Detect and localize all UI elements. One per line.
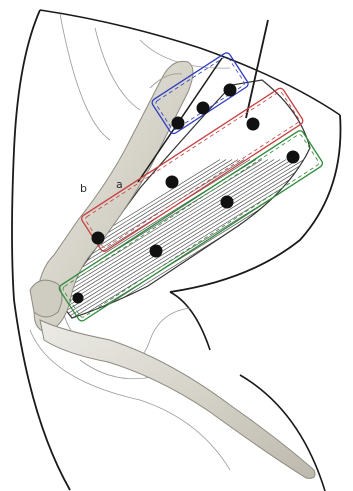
hatch-line (226, 160, 353, 420)
marker-dot (287, 151, 300, 164)
marker-dot (197, 102, 210, 115)
marker-dot (221, 196, 234, 209)
marker-dot (92, 232, 105, 245)
hatch-line (334, 160, 353, 420)
right-outline (170, 115, 341, 292)
marker-dot (247, 118, 260, 131)
marker-dot (166, 176, 179, 189)
hatch-line (310, 160, 353, 420)
hatch-line (286, 160, 353, 420)
hatch-line (280, 160, 353, 420)
marker-dot (172, 117, 185, 130)
hatch-line (220, 160, 353, 420)
label-b: b (80, 182, 87, 195)
hatch-line (238, 160, 353, 420)
hatch-line (244, 160, 353, 420)
hatch-line (298, 160, 353, 420)
hatch-line (292, 160, 353, 420)
hatch-line (262, 160, 353, 420)
top-outline (40, 10, 340, 115)
hatch-line (346, 160, 353, 420)
marker-dot (150, 245, 163, 258)
hatch-line (328, 160, 353, 420)
lower-fold-outline (170, 292, 210, 350)
hatch-line (274, 160, 353, 420)
marker-dot (73, 293, 84, 304)
hatch-line (40, 160, 353, 420)
hatch-line (196, 160, 353, 420)
marker-dot (224, 84, 237, 97)
hatch-line (340, 160, 353, 420)
hatch-line (268, 160, 353, 420)
label-a: a (116, 178, 123, 191)
hatch-line (316, 160, 353, 420)
hatch-line (304, 160, 353, 420)
